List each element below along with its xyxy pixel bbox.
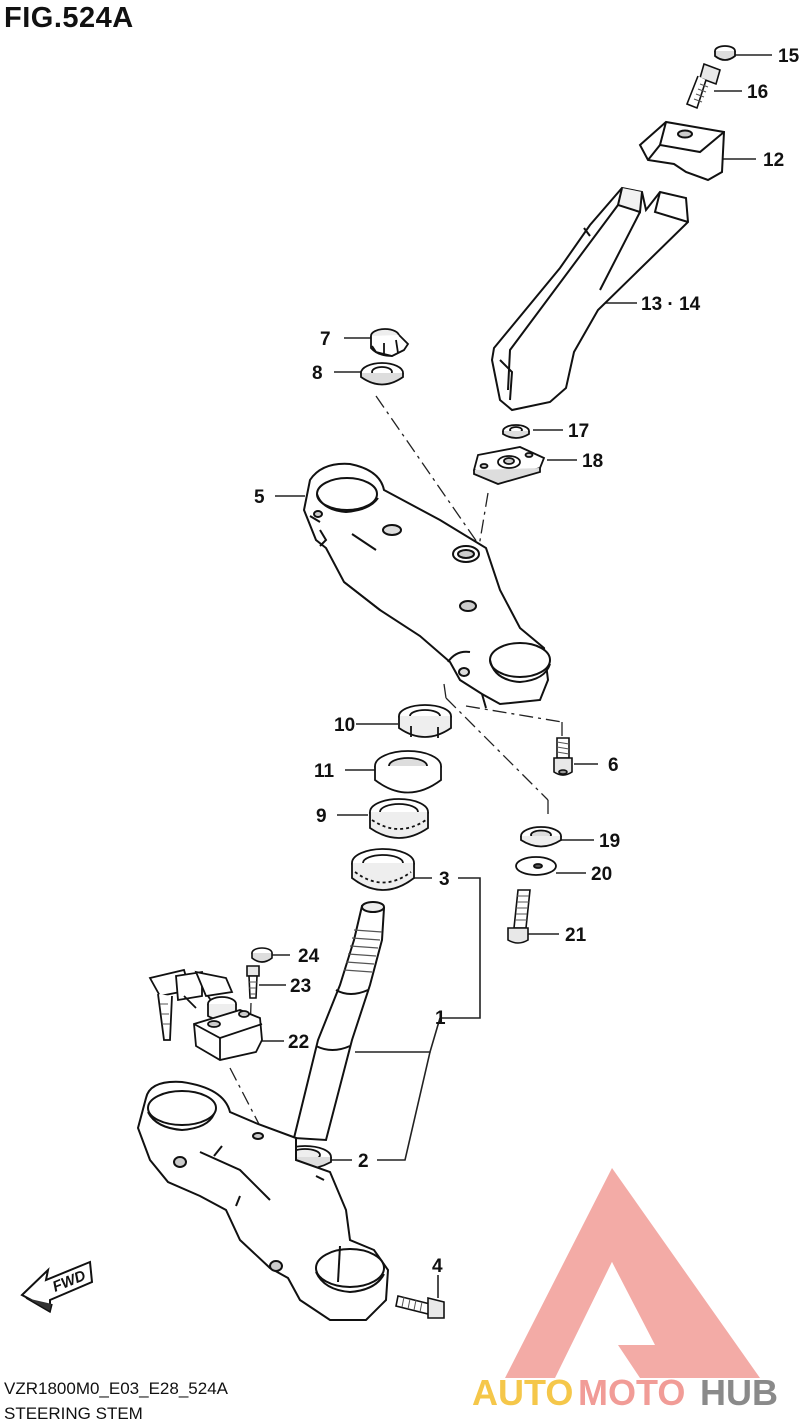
- part-18-plate: [472, 446, 546, 485]
- part-12-handlebar-holder: [638, 120, 726, 182]
- label-part-15: 15: [778, 46, 800, 67]
- part-8-washer: [360, 362, 404, 386]
- label-part-6: 6: [608, 755, 619, 776]
- label-part-17: 17: [568, 421, 589, 442]
- label-part-16: 16: [747, 82, 768, 103]
- figure-caption: STEERING STEM: [4, 1404, 143, 1423]
- label-part-8: 8: [312, 363, 323, 384]
- label-part-21: 21: [565, 925, 587, 946]
- label-part-2: 2: [358, 1151, 369, 1172]
- part-labels: 1 2 3 4 5 6 7 8 9 10 11 12 13 · 14 15 16…: [254, 46, 800, 1277]
- part-10-lock-nut: [398, 704, 452, 738]
- label-part-3: 3: [439, 869, 450, 890]
- label-part-24: 24: [298, 946, 320, 967]
- part-1-steering-stem: [292, 901, 386, 1142]
- label-part-20: 20: [591, 864, 612, 885]
- label-part-5: 5: [254, 487, 265, 508]
- part-23-screw: [246, 965, 260, 999]
- part-21-bolt: [507, 889, 531, 944]
- leader-lines: [258, 54, 772, 1298]
- label-part-12: 12: [763, 150, 784, 171]
- part-19-washer: [520, 826, 562, 848]
- label-part-13-14: 13 · 14: [641, 294, 701, 315]
- part-3-lower-bearing: [351, 848, 415, 891]
- part-20-washer: [515, 856, 557, 876]
- part-24-cap: [251, 947, 273, 963]
- watermark-moto: MOTO: [578, 1372, 685, 1413]
- fwd-direction-arrow: FWD: [20, 1260, 94, 1314]
- figure-title: FIG.524A: [4, 2, 134, 34]
- part-9-upper-bearing: [369, 798, 429, 839]
- label-part-9: 9: [316, 806, 327, 827]
- label-part-10: 10: [334, 715, 355, 736]
- part-5-upper-bracket: [302, 462, 551, 709]
- part-6-bolt: [553, 737, 573, 776]
- part-22-ignition-switch: [148, 968, 263, 1061]
- label-part-18: 18: [582, 451, 603, 472]
- label-part-1: 1: [435, 1008, 446, 1029]
- label-part-22: 22: [288, 1032, 309, 1053]
- label-part-11: 11: [314, 761, 335, 782]
- part-16-bolt: [685, 62, 721, 110]
- label-part-7: 7: [320, 329, 331, 350]
- part-13-14-handlebar: [490, 186, 690, 412]
- part-7-stem-nut: [370, 328, 410, 357]
- label-part-23: 23: [290, 976, 311, 997]
- figure-code: VZR1800M0_E03_E28_524A: [4, 1379, 228, 1398]
- part-15-cap: [714, 45, 736, 61]
- watermark-hub: HUB: [700, 1372, 778, 1413]
- watermark-triangle: [505, 1168, 760, 1378]
- part-11-dust-seal: [374, 750, 442, 794]
- label-part-19: 19: [599, 831, 620, 852]
- part-17-washer: [502, 424, 530, 439]
- label-part-4: 4: [432, 1256, 443, 1277]
- part-4-bolt: [395, 1295, 445, 1319]
- lower-bracket: [136, 1080, 390, 1321]
- watermark-logo: AUTO MOTO HUB: [472, 1168, 778, 1413]
- watermark-auto: AUTO: [472, 1372, 573, 1413]
